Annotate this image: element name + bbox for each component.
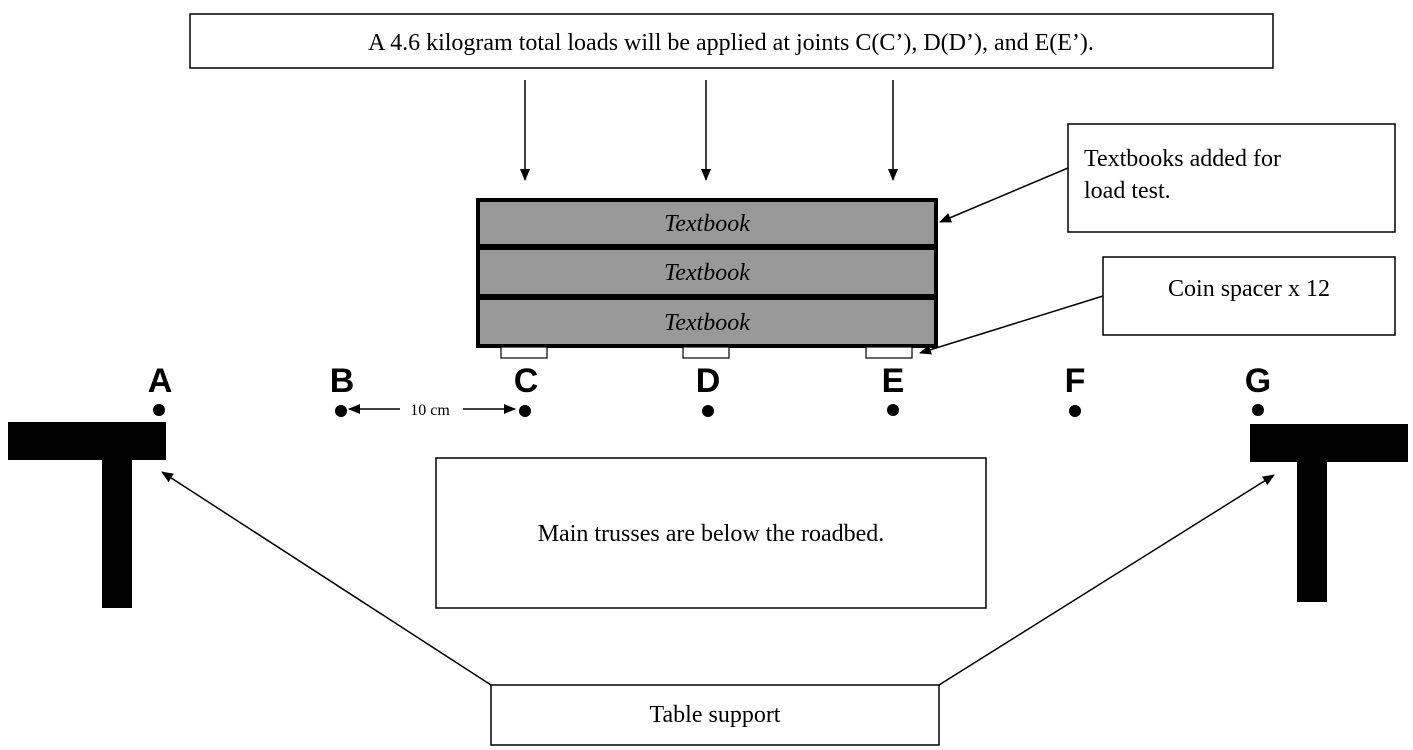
joint-point-b (335, 405, 347, 417)
joint-point-a (153, 404, 165, 416)
table-callout-text: Table support (650, 702, 781, 728)
trusses-callout: Main trusses are below the roadbed. (435, 457, 987, 609)
coin-spacer-c (500, 346, 548, 359)
coin-spacer-e (865, 346, 913, 359)
textbook-1-label: Textbook (664, 211, 750, 237)
textbook-2 (476, 246, 938, 298)
joint-label-b: B (330, 362, 355, 400)
textbook-stack: Textbook Textbook Textbook (476, 198, 938, 348)
textbook-1 (476, 198, 938, 248)
left-table-leg (102, 422, 132, 608)
textbooks-callout-line1: Textbooks added for (1084, 146, 1281, 172)
table-callout-arrow-right (938, 474, 1275, 686)
coin-callout-text: Coin spacer x 12 (1168, 276, 1330, 302)
joint-label-c: C (514, 362, 539, 400)
coin-callout-box (1102, 256, 1396, 336)
load-note-callout: A 4.6 kilogram total loads will be appli… (189, 13, 1274, 69)
table-support-left (8, 422, 166, 608)
right-table-top (1250, 424, 1408, 462)
joint-point-c (519, 405, 531, 417)
joint-point-d (702, 405, 714, 417)
textbooks-callout-line2: load test. (1084, 178, 1171, 204)
textbooks-callout: Textbooks added for load test. (939, 123, 1396, 233)
textbook-2-label: Textbook (664, 260, 750, 286)
coin-spacer-d (682, 346, 730, 359)
table-callout-box (490, 684, 940, 746)
joint-label-d: D (696, 362, 721, 400)
textbooks-callout-box (1067, 123, 1396, 233)
left-table-top (8, 422, 166, 460)
load-arrows (520, 80, 898, 181)
load-note-text: A 4.6 kilogram total loads will be appli… (368, 30, 1094, 56)
joint-label-a: A (148, 362, 173, 400)
textbook-3-label: Textbook (664, 310, 750, 336)
load-note-box (189, 13, 1274, 69)
joint-label-f: F (1065, 362, 1086, 400)
dimension-label: 10 cm (410, 402, 450, 419)
table-callout-arrow-left (161, 471, 492, 686)
joint-point-g (1252, 404, 1264, 416)
coin-callout: Coin spacer x 12 (919, 256, 1396, 355)
right-table-leg (1297, 424, 1327, 602)
trusses-callout-box (435, 457, 987, 609)
table-callout: Table support (161, 471, 1275, 746)
table-support-right (1250, 424, 1408, 602)
joint-point-e (887, 404, 899, 416)
textbooks-callout-arrow (939, 167, 1069, 223)
coin-callout-arrow (919, 295, 1104, 355)
textbook-3 (476, 296, 938, 348)
joint-label-e: E (882, 362, 905, 400)
spacing-dimension: 10 cm (348, 402, 516, 419)
coin-spacers (500, 346, 913, 359)
joints: A B C D E F G (148, 362, 1271, 417)
trusses-callout-text: Main trusses are below the roadbed. (538, 521, 885, 547)
joint-label-g: G (1245, 362, 1271, 400)
joint-point-f (1069, 405, 1081, 417)
